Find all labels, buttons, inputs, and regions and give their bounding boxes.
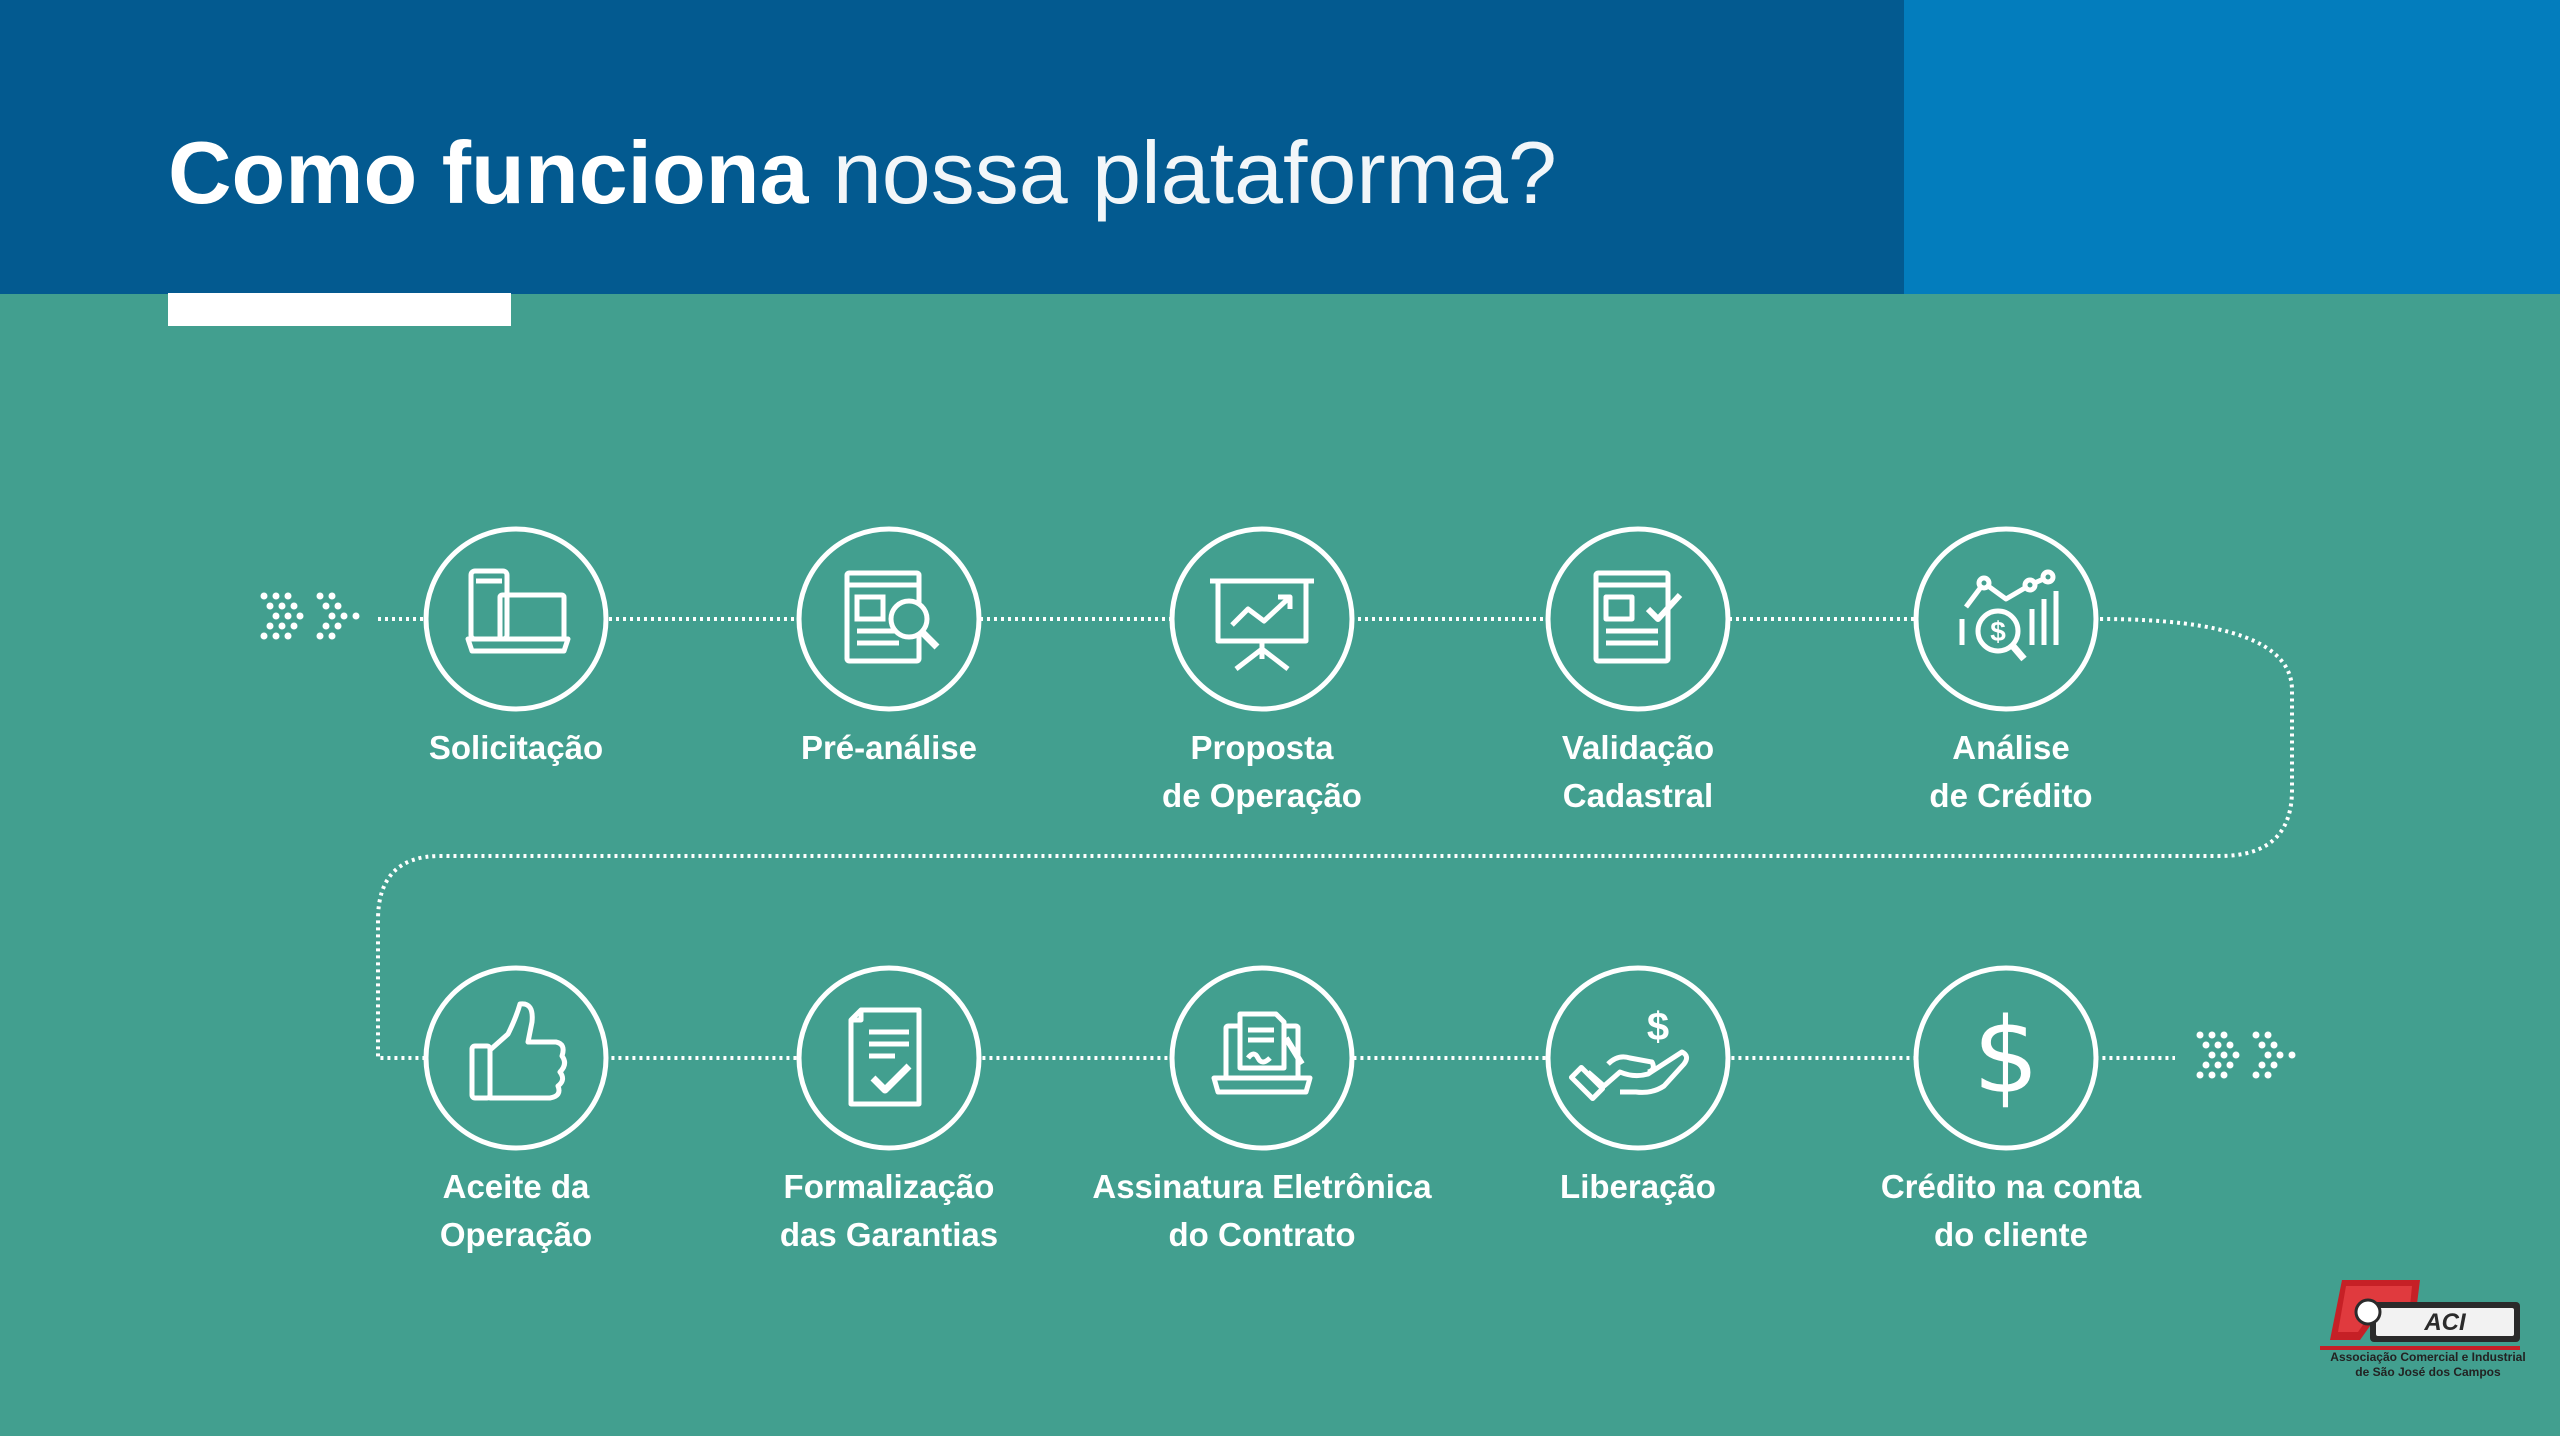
step-1-label: Solicitação [428,729,604,766]
step-10-label: Crédito na conta do cliente [1880,1168,2142,1253]
devices-icon [465,568,571,654]
step-3-label: Proposta de Operação [1162,729,1362,814]
dollar-icon: $ [1973,995,2039,1117]
step-7-node [796,965,982,1151]
svg-text:ACI: ACI [2423,1309,2467,1336]
step-3-node [1169,526,1355,712]
svg-text:$: $ [1990,616,2006,647]
end-arrows-icon [2196,1031,2296,1079]
hand-money-icon: $ [1568,1005,1690,1102]
signed-document-icon [848,1007,922,1107]
step-10-node: $ [1913,965,2099,1151]
svg-text:$: $ [1647,1005,1669,1049]
thumbs-up-icon [469,1001,568,1101]
footer-line [0,1436,2560,1440]
title-underline [168,293,511,326]
step-1-node [423,526,609,712]
start-arrows-icon [260,592,360,640]
step-8-node [1169,965,1355,1151]
header-accent-block [1904,0,2560,294]
step-5-label: Análise de Crédito [1929,729,2093,814]
financial-analysis-icon: $ [1959,569,2059,662]
step-7-label: Formalização das Garantias [779,1168,999,1253]
step-5-node: $ [1913,526,2099,712]
step-6-label: Aceite da Operação [439,1168,593,1253]
step-4-label: Validação Cadastral [1561,729,1715,814]
title-bold: Como funciona [168,123,809,222]
page-title: Como funciona nossa plataforma? [168,118,1557,228]
step-9-node: $ [1545,965,1731,1151]
step-9-label: Liberação [1560,1168,1716,1205]
document-check-icon [1593,570,1683,664]
step-2-node [796,526,982,712]
step-4-node [1545,526,1731,712]
presentation-chart-icon [1210,578,1314,671]
header-bar [0,0,1904,294]
step-2-label: Pré-análise [800,729,978,766]
title-light: nossa plataforma? [832,123,1557,222]
logo-caption: Associação Comercial e Industrial de São… [2330,1350,2526,1379]
document-search-icon [844,570,940,664]
laptop-signature-icon [1211,1011,1313,1095]
step-8-label: Assinatura Eletrônica do Contrato [1092,1168,1432,1253]
aci-logo: ACI [2320,1280,2520,1350]
step-6-node [423,965,609,1151]
